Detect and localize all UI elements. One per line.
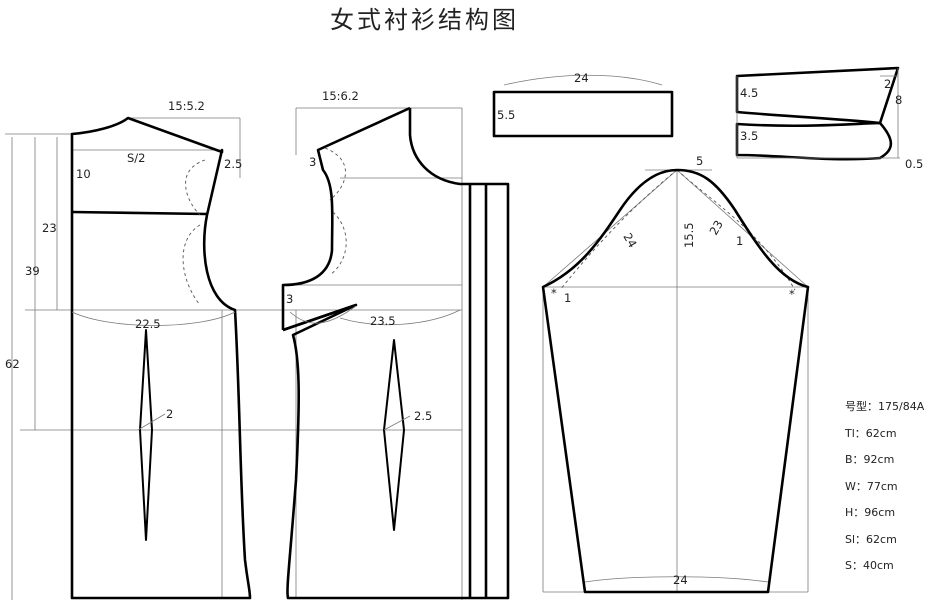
label-front-bust: 23.5 — [370, 314, 396, 328]
spec-bust: B：92cm — [845, 453, 895, 466]
label-cuff-0-5: 0.5 — [905, 157, 923, 171]
back-bust-arc — [71, 311, 236, 326]
spec-waist: W：77cm — [845, 479, 898, 493]
spec-hip: H：96cm — [845, 506, 896, 519]
label-sleeve-hem: 24 — [673, 573, 688, 587]
label-back-shoulder-drop: 2.5 — [224, 157, 242, 171]
label-front-dart-3: 3 — [286, 292, 293, 306]
label-sleeve-back: 24 — [620, 231, 639, 251]
label-front-shoulder-drop: 3 — [309, 155, 316, 169]
spec-size: 号型：175/84A — [845, 400, 925, 413]
label-sleeve-1a: 1 — [736, 234, 743, 248]
size-spec-list: 号型：175/84A Tl：62cm B：92cm W：77cm H：96cm … — [845, 398, 924, 584]
label-collar-length: 24 — [574, 71, 589, 85]
label-back-bust: 22.5 — [135, 317, 161, 331]
label-cuff-8: 8 — [895, 93, 902, 107]
label-sleeve-star-left: * — [551, 286, 557, 300]
vertical-dimension-lines — [5, 133, 72, 600]
label-sleeve-1b: 1 — [564, 291, 571, 305]
spec-length: Tl：62cm — [845, 426, 897, 440]
label-cuff-2: 2 — [884, 77, 891, 91]
label-cuff-3-5: 3.5 — [740, 129, 758, 143]
label-back-dart: 2 — [166, 407, 173, 421]
label-dim-23: 23 — [42, 221, 57, 235]
front-piece — [281, 106, 462, 600]
page-title: 女式衬衫结构图 — [330, 6, 519, 34]
collar-band — [492, 74, 674, 138]
label-back-shoulder: 15:5.2 — [168, 99, 205, 113]
cuff-pieces — [735, 66, 900, 161]
label-sleeve-cap-height: 15.5 — [682, 222, 696, 248]
label-cuff-4-5: 4.5 — [740, 86, 758, 100]
back-piece — [70, 116, 252, 600]
label-dim-39: 39 — [25, 264, 40, 278]
label-front-shoulder: 15:6.2 — [322, 89, 359, 103]
sleeve-piece — [541, 168, 810, 594]
label-dim-62: 62 — [5, 357, 20, 371]
label-s-half: S/2 — [127, 151, 146, 165]
label-sleeve-star-right: * — [789, 287, 795, 301]
label-front-dart: 2.5 — [414, 409, 432, 423]
label-sleeve-top: 5 — [696, 154, 703, 168]
label-back-neck-depth: 10 — [76, 167, 91, 181]
label-sleeve-front: 23 — [706, 218, 725, 238]
front-placket — [462, 182, 510, 600]
spec-sleeve-length: Sl：62cm — [845, 532, 897, 546]
body-guide-lines — [72, 107, 463, 600]
label-collar-width: 5.5 — [497, 108, 515, 122]
spec-shoulder: S：40cm — [845, 559, 894, 572]
dimension-labels: 15:5.2 15:6.2 S/2 10 2.5 3 23 39 62 22.5… — [5, 71, 923, 587]
front-bust-arc — [339, 309, 461, 326]
